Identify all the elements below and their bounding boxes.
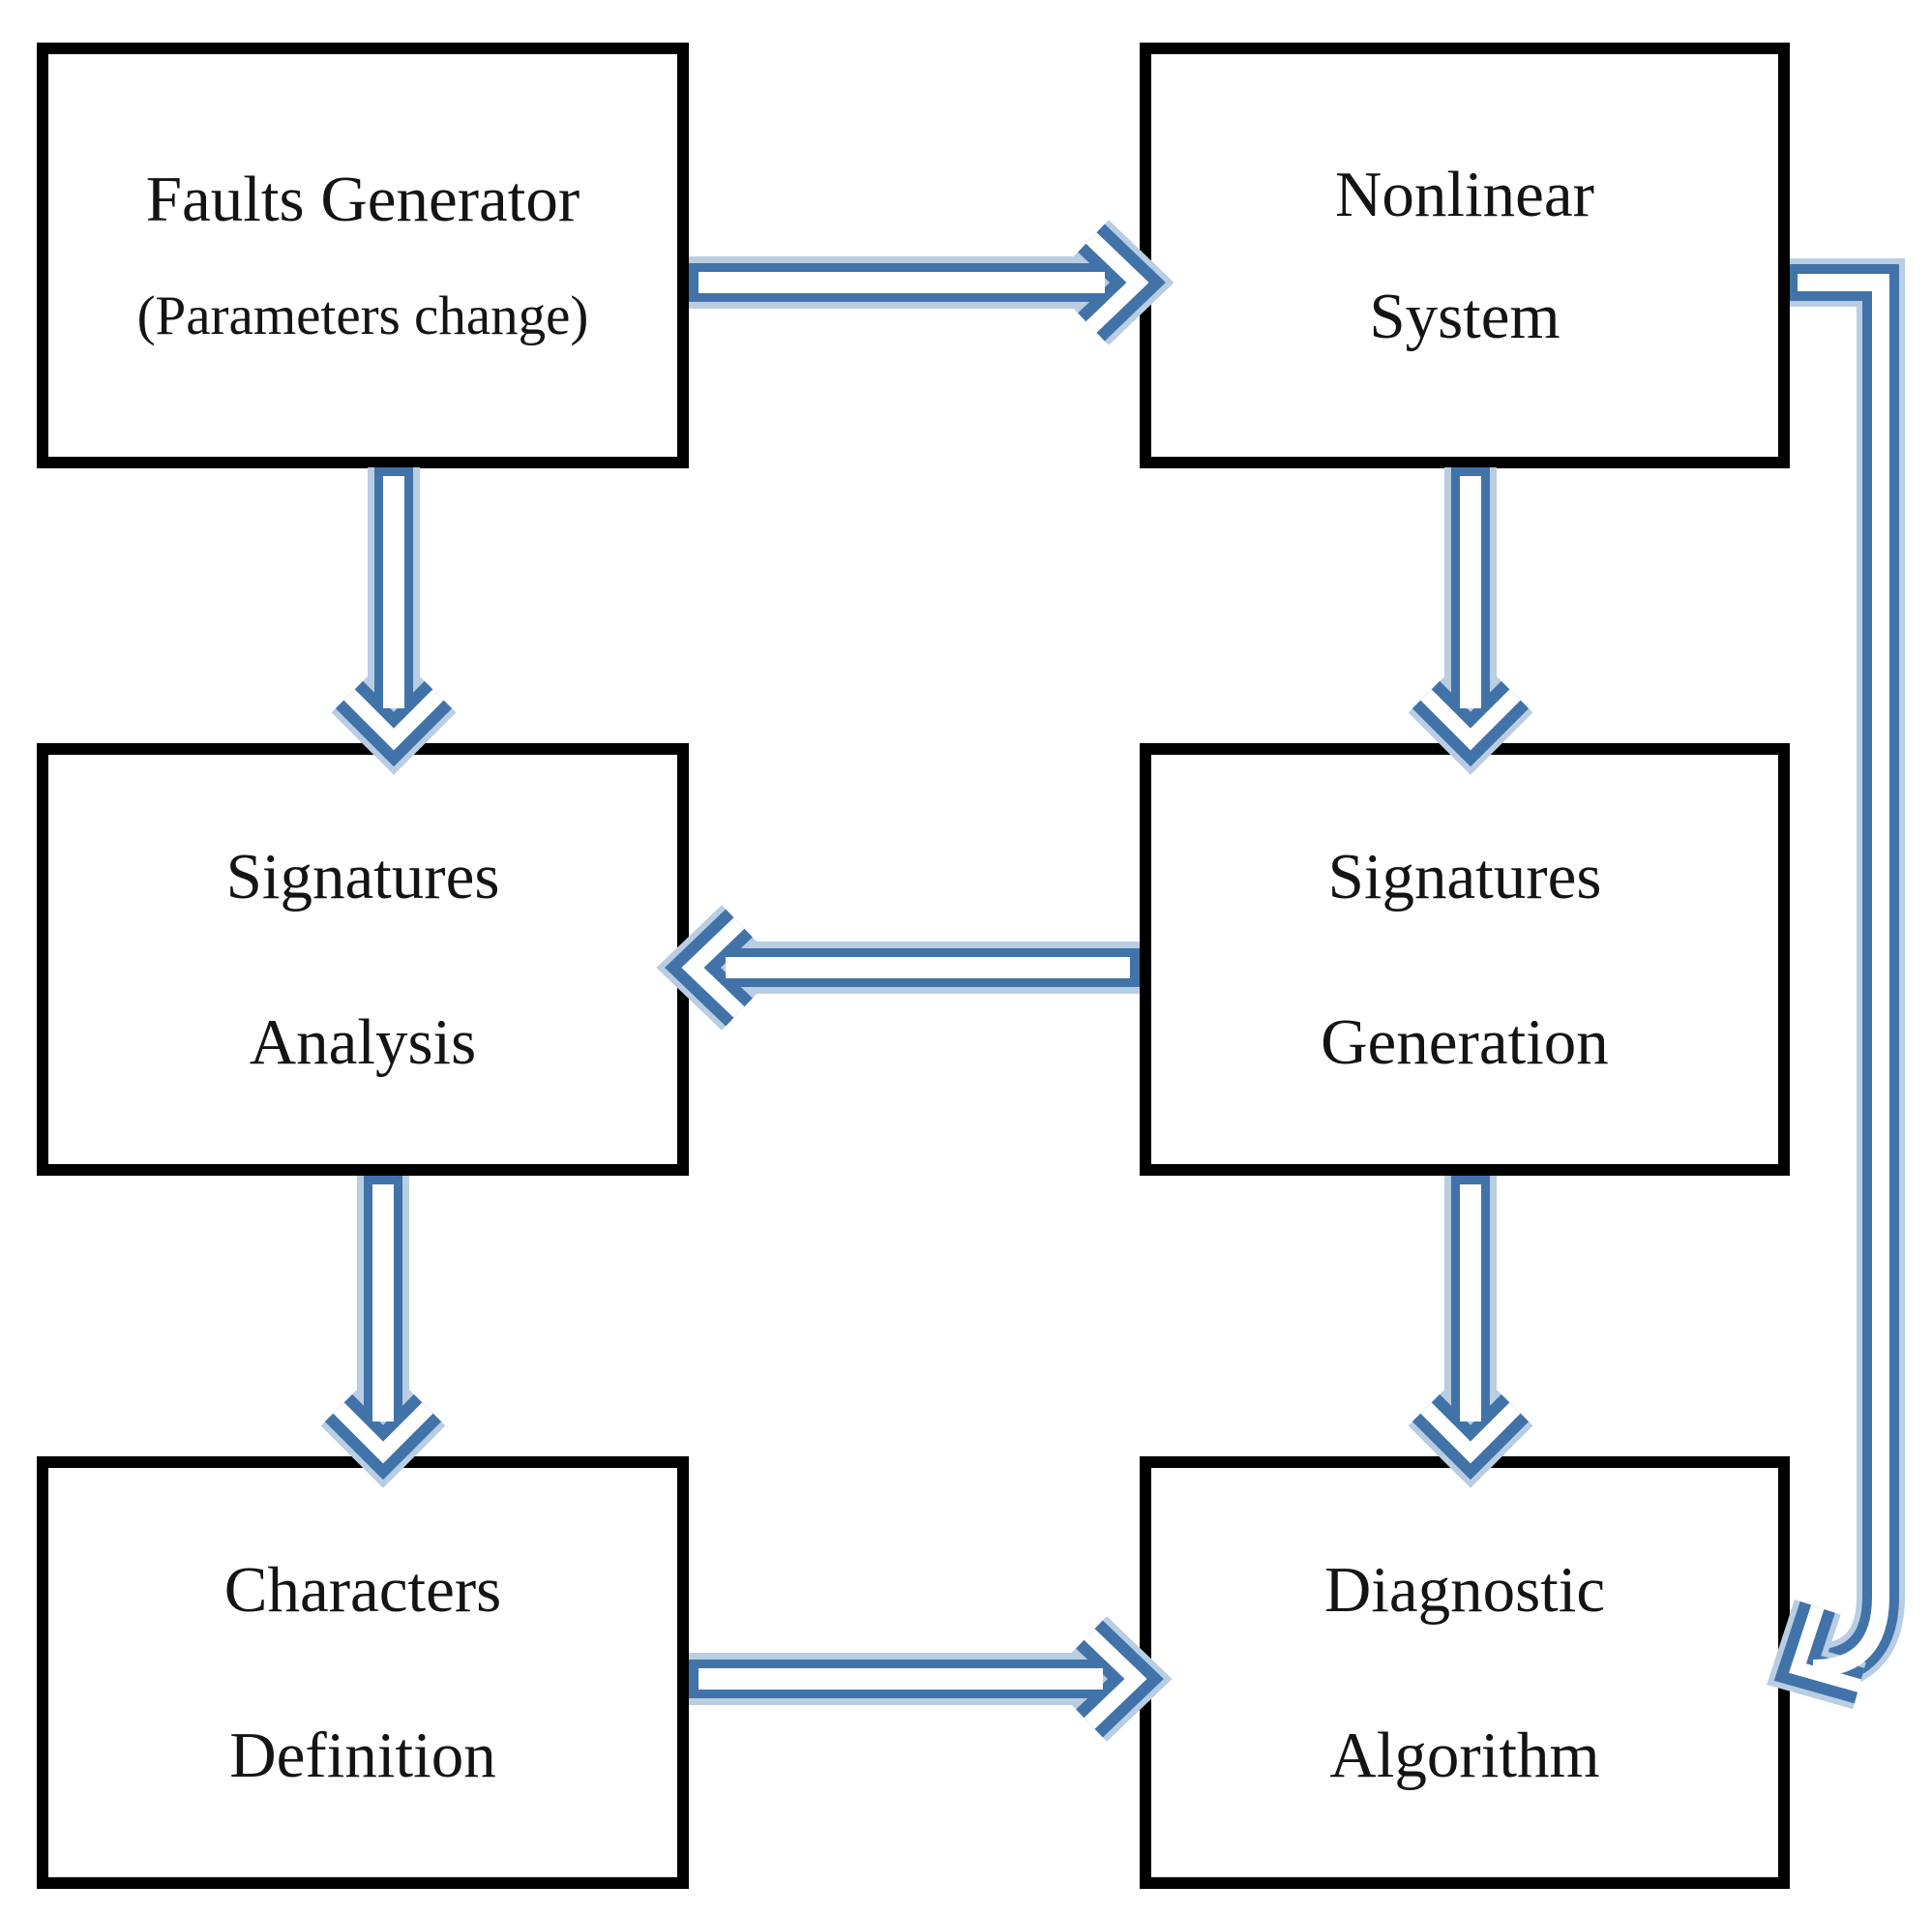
box-label: Definition	[229, 1719, 496, 1791]
arrow-nonlinear-to-diagnostic-elbow	[1767, 258, 1905, 1710]
arrow-nonlinear-to-signatures-generation	[1408, 467, 1533, 775]
arrow-characters-to-diagnostic	[689, 1616, 1173, 1742]
box-diagnostic-algorithm: Diagnostic Algorithm	[1140, 1456, 1790, 1889]
box-signatures-generation: Signatures Generation	[1140, 743, 1790, 1176]
box-label: Algorithm	[1329, 1719, 1600, 1791]
box-label: Analysis	[249, 1005, 477, 1078]
box-label: Nonlinear	[1335, 158, 1594, 230]
arrow-analysis-to-characters-definition	[320, 1176, 446, 1488]
box-signatures-analysis: Signatures Analysis	[37, 743, 689, 1176]
arrow-signatures-generation-to-analysis	[656, 905, 1140, 1031]
box-label: Generation	[1321, 1005, 1609, 1078]
box-label: Diagnostic	[1323, 1554, 1606, 1627]
arrow-generation-to-diagnostic	[1408, 1176, 1533, 1488]
arrow-faults-to-signatures-analysis	[331, 467, 457, 775]
box-sublabel: (Parameters change)	[136, 285, 589, 347]
arrow-faults-to-nonlinear	[689, 220, 1174, 345]
box-faults-generator: Faults Generator (Parameters change)	[37, 43, 689, 468]
box-characters-definition: Characters Definition	[37, 1456, 689, 1889]
box-label: System	[1369, 281, 1560, 352]
box-nonlinear-system: Nonlinear System	[1140, 43, 1790, 468]
box-label: Faults Generator	[145, 163, 580, 235]
box-label: Signatures	[225, 841, 500, 913]
box-label: Signatures	[1327, 841, 1602, 913]
box-label: Characters	[223, 1554, 502, 1627]
